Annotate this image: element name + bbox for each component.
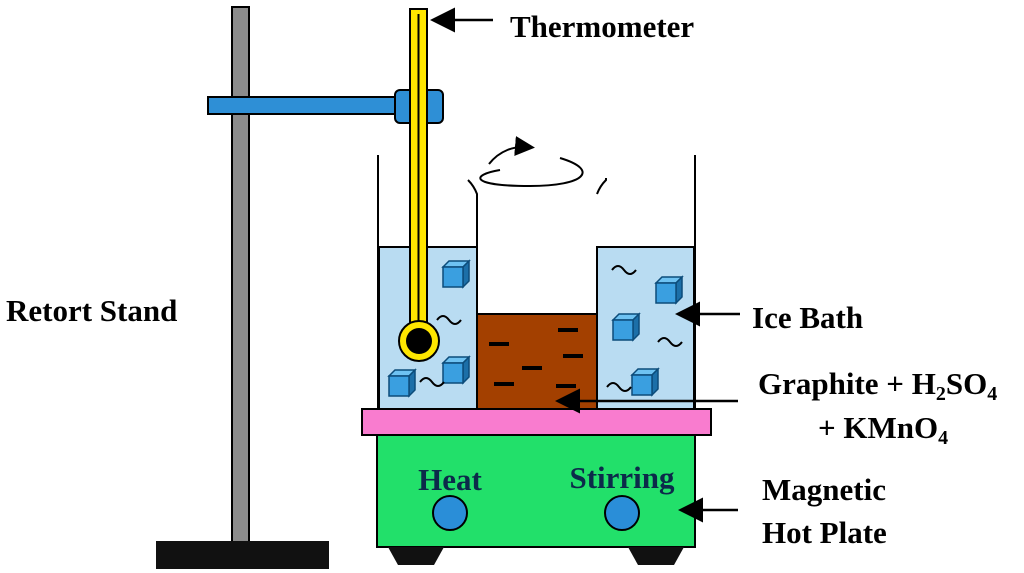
ice-cube-icon — [654, 275, 684, 305]
ice-cube-icon — [441, 259, 471, 289]
hotplate-label-line2: Hot Plate — [762, 515, 887, 550]
heat-knob-label: Heat — [418, 462, 482, 497]
hotplate-top — [361, 408, 712, 436]
inner-beaker-outline — [467, 178, 607, 410]
retort-stand — [156, 6, 329, 569]
ice-bath-label: Ice Bath — [752, 300, 863, 335]
mixture-label-line2: + KMnO4 — [818, 410, 948, 449]
pointer-arrows — [430, 7, 740, 523]
ice-cube-icon — [611, 312, 641, 342]
clamp-arm — [207, 96, 409, 115]
heat-knob — [432, 495, 468, 531]
mixture-sub3: 4 — [938, 427, 948, 449]
hotplate-body — [376, 434, 696, 548]
mixture-text-b: SO — [946, 366, 987, 401]
hotplate-label-line1: Magnetic — [762, 472, 886, 507]
ice-cubes — [387, 259, 684, 398]
hotplate-foot-right — [628, 547, 684, 565]
thermometer-label: Thermometer — [510, 9, 694, 44]
ice-cube-icon — [630, 367, 660, 397]
stirring-knob — [604, 495, 640, 531]
mixture-text-a: Graphite + H — [758, 366, 936, 401]
mixture-sub2: 4 — [987, 383, 997, 405]
stirring-knob-label: Stirring — [569, 460, 675, 495]
mixture-text-c: + KMnO — [818, 410, 938, 445]
ice-cube-icon — [441, 355, 471, 385]
inner-beaker — [467, 178, 607, 411]
water-waves — [419, 265, 683, 392]
retort-stand-label: Retort Stand — [6, 293, 177, 328]
thermometer-bulb-core — [406, 328, 432, 354]
stirring-rotation-arrow — [479, 136, 584, 188]
thermometer — [398, 8, 440, 362]
mixture-sub1: 2 — [936, 383, 946, 405]
mixture-dashes — [489, 328, 583, 388]
stand-base — [156, 541, 329, 569]
stand-rod — [231, 6, 250, 548]
mixture-label-line1: Graphite + H2SO4 — [758, 366, 997, 405]
ice-cube-icon — [387, 368, 417, 398]
magnetic-hot-plate: Heat Stirring — [361, 408, 712, 565]
hotplate-foot-left — [388, 547, 444, 565]
reaction-mixture — [476, 313, 598, 411]
